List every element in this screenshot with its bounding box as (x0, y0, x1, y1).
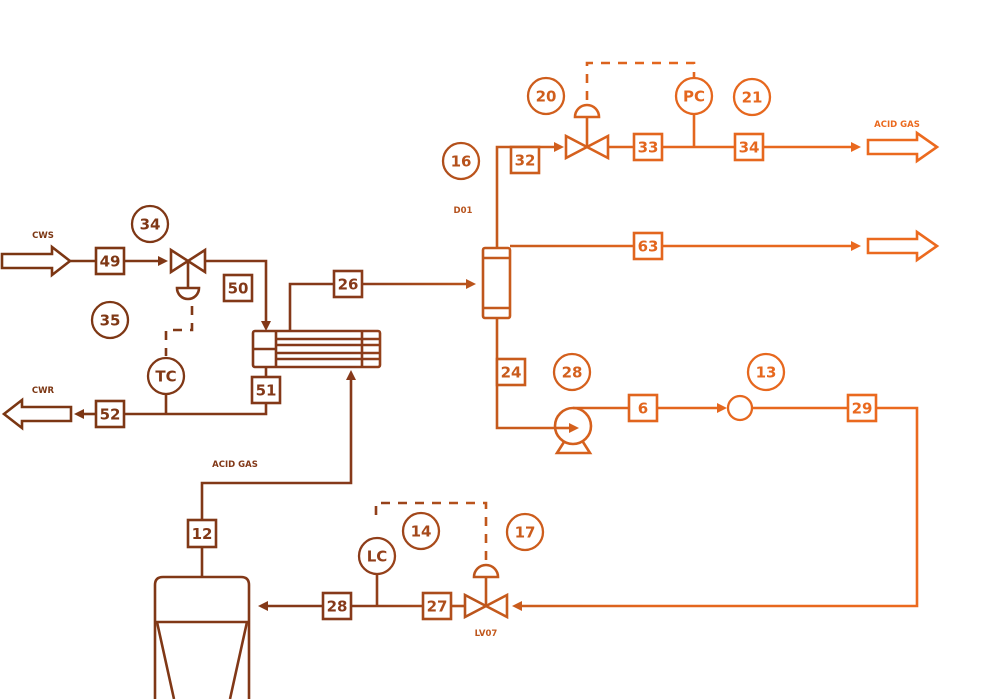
stream-box-6[interactable]: 6 (627, 393, 659, 423)
flow-arrow-icon (74, 409, 84, 419)
stream-box-33[interactable]: 33 (632, 132, 664, 162)
stream-box-28[interactable]: 28 (321, 591, 353, 621)
stream-box-51[interactable]: 51 (250, 375, 282, 405)
cwr-label: CWR (32, 386, 55, 396)
svg-text:27: 27 (427, 598, 448, 616)
svg-text:26: 26 (338, 276, 359, 294)
level-control-valve-lv07-icon[interactable] (463, 563, 509, 620)
stream-box-27[interactable]: 27 (421, 591, 453, 621)
flow-arrow-icon (258, 601, 268, 611)
svg-text:24: 24 (501, 364, 522, 382)
equipment-tag-21: 21 (732, 77, 772, 117)
flow-arrow-icon (717, 403, 727, 413)
svg-text:16: 16 (451, 153, 472, 171)
flow-arrow-icon (512, 601, 522, 611)
cws-label: CWS (32, 231, 54, 241)
svg-text:50: 50 (228, 280, 249, 298)
flow-arrow-icon (851, 142, 861, 152)
pressure-control-valve-icon[interactable] (564, 103, 610, 161)
svg-text:35: 35 (100, 312, 121, 330)
flow-arrow-icon (569, 423, 579, 433)
flow-arrow-icon (346, 370, 356, 380)
acid-gas-outlet-arrow-icon (866, 130, 940, 164)
level-controller-lc[interactable]: LC (357, 536, 397, 576)
equipment-tag-35: 35 (90, 300, 130, 340)
flow-arrow-icon (466, 279, 476, 289)
svg-text:TC: TC (155, 368, 176, 386)
flow-arrow-icon (158, 256, 168, 266)
acid-gas-top-label: ACID GAS (874, 120, 920, 130)
flow-arrow-icon (554, 142, 564, 152)
svg-text:28: 28 (562, 364, 583, 382)
svg-text:13: 13 (756, 364, 777, 382)
svg-text:63: 63 (638, 238, 659, 256)
equipment-tag-34: 34 (130, 204, 170, 244)
svg-text:33: 33 (638, 139, 659, 157)
heat-exchanger-icon[interactable] (251, 329, 382, 369)
stream-box-29[interactable]: 29 (846, 393, 878, 423)
svg-text:49: 49 (100, 253, 121, 271)
outlet-arrow-icon (866, 229, 940, 263)
cws-inlet-arrow-icon (0, 244, 73, 278)
equipment-tag-17: 17 (505, 512, 545, 552)
stream-box-50[interactable]: 50 (222, 273, 254, 303)
flow-element-icon[interactable] (726, 394, 754, 422)
svg-text:28: 28 (327, 598, 348, 616)
equipment-tag-16: 16 (441, 141, 481, 181)
stream-box-49[interactable]: 49 (94, 246, 126, 276)
temperature-control-valve-icon[interactable] (169, 247, 207, 301)
d01-label: D01 (454, 206, 473, 216)
svg-text:34: 34 (140, 216, 161, 234)
svg-text:PC: PC (683, 88, 705, 106)
equipment-tag-13: 13 (746, 352, 786, 392)
cwr-outlet-arrow-icon (1, 397, 73, 431)
svg-text:LC: LC (367, 548, 388, 566)
stream-box-12[interactable]: 12 (186, 518, 218, 549)
stream-box-26[interactable]: 26 (332, 269, 364, 299)
stream-box-34[interactable]: 34 (733, 132, 765, 162)
lv07-label: LV07 (475, 629, 498, 639)
equipment-tag-28: 28 (552, 352, 592, 392)
svg-text:29: 29 (852, 400, 873, 418)
pressure-controller-pc[interactable]: PC (674, 76, 714, 116)
stream-box-52[interactable]: 52 (94, 399, 126, 429)
svg-text:20: 20 (536, 88, 557, 106)
svg-text:32: 32 (515, 152, 536, 170)
svg-text:34: 34 (739, 139, 760, 157)
svg-text:17: 17 (515, 524, 536, 542)
stream-box-24[interactable]: 24 (495, 357, 527, 387)
acid-gas-bottom-label: ACID GAS (212, 460, 258, 470)
flow-arrow-icon (851, 241, 861, 251)
vessel-icon[interactable] (153, 575, 251, 699)
stream-box-32[interactable]: 32 (509, 145, 541, 175)
svg-text:51: 51 (256, 382, 277, 400)
temperature-controller-tc[interactable]: TC (146, 356, 186, 396)
svg-text:21: 21 (742, 89, 763, 107)
separator-drum-d01-icon[interactable] (481, 246, 512, 320)
svg-text:14: 14 (411, 523, 432, 541)
stream-box-63[interactable]: 63 (632, 231, 664, 261)
flow-arrow-icon (261, 321, 271, 331)
svg-text:52: 52 (100, 406, 121, 424)
equipment-tag-20: 20 (526, 76, 566, 116)
svg-text:12: 12 (192, 525, 213, 543)
svg-text:6: 6 (638, 400, 648, 418)
equipment-tag-14: 14 (401, 511, 441, 551)
